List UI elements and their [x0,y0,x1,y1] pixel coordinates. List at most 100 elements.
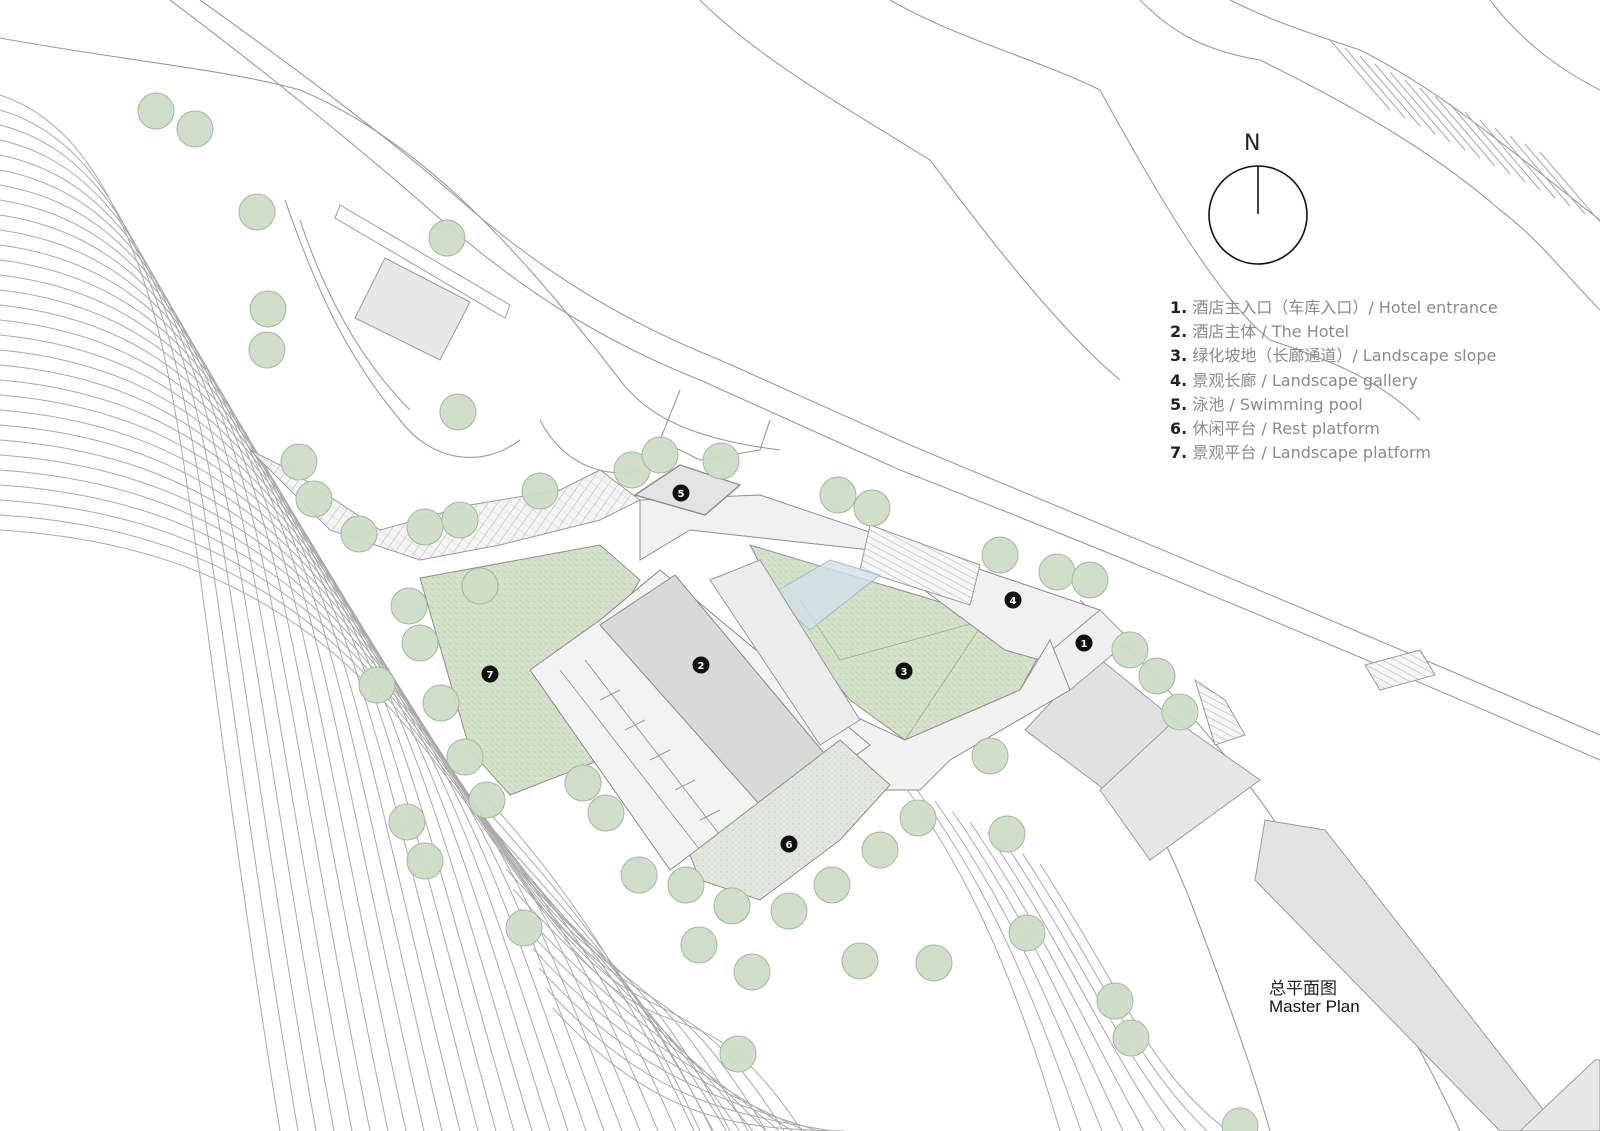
hotel-rooms [559,659,721,851]
marker-7: 7 [487,670,494,681]
tree-icon [280,443,318,481]
tree-icon [713,887,751,925]
contour-line [0,154,353,1131]
tree-icon [406,842,444,880]
contour-line [0,454,713,1131]
tree-icon [971,737,1009,775]
contour-line [506,868,754,1131]
tree-icon [667,866,705,904]
contour-line [0,94,281,1131]
marker-4: 4 [1010,596,1017,607]
tree-icon [988,815,1026,853]
trees [137,92,1259,1131]
marker-5: 5 [678,489,685,500]
contour-line [532,948,806,1131]
north-arrow [1208,165,1308,265]
tree-icon [406,508,444,546]
tree-icon [428,219,466,257]
contour-line [952,811,1124,1131]
side-stairs [1194,678,1246,746]
legend: 1. 酒店主入口（车库入口）/ Hotel entrance 2. 酒店主体 /… [1170,296,1498,465]
marker-6-dot [780,835,798,853]
contour-line [0,139,335,1131]
contour-line [0,274,497,1131]
contour-line [0,199,407,1131]
contour-line [0,109,299,1131]
tree-icon [915,944,953,982]
tree-icon [521,472,559,510]
legend-number: 2. [1170,322,1188,342]
tree-icon [564,764,602,802]
building-corner [1519,1059,1600,1131]
tree-icon [439,393,477,431]
legend-text: 绿化坡地（长廊通道）/ Landscape slope [1192,346,1497,366]
gallery-stairs [859,524,981,606]
legend-number: 5. [1170,394,1188,414]
tree-icon [505,909,543,947]
legend-number: 3. [1170,346,1188,366]
contour-line [0,514,785,1131]
marker-1-dot [1075,634,1093,652]
tree-icon [390,587,428,625]
tree-icon [981,536,1019,574]
tree-icon [388,803,426,841]
legend-item: 2. 酒店主体 / The Hotel [1170,320,1498,344]
contour-line [492,829,727,1131]
tree-icon [401,624,439,662]
legend-text: 景观长廊 / Landscape gallery [1192,370,1418,390]
tree-icon [1221,1107,1259,1131]
legend-item: 7. 景观平台 / Landscape platform [1170,441,1498,465]
parking-stripes [1329,39,1600,223]
tree-icon [468,781,506,819]
contour-line [512,888,767,1131]
tree-icon [441,501,479,539]
contour-line [987,832,1166,1131]
building-east-2 [1099,719,1261,861]
contour-line [486,809,714,1131]
tree-icon [1071,561,1109,599]
marker-5-dot [672,484,690,502]
legend-text: 景观平台 / Landscape platform [1192,443,1431,463]
contour-line [0,259,479,1131]
contour-line [0,124,317,1131]
tree-icon [358,666,396,704]
legend-text: 泳池 / Swimming pool [1192,394,1363,414]
tree-icon [176,110,214,148]
plan-title-cn: 总平面图 [1269,979,1337,999]
tree-icon [1096,982,1134,1020]
tree-icon [587,794,625,832]
tree-icon [1111,631,1149,669]
tree-icon [899,799,937,837]
east-stairs [1364,649,1436,691]
tree-icon [1138,657,1176,695]
contour-line [969,821,1145,1131]
contour-line [0,529,803,1131]
plan-title-en: Master Plan [1269,997,1360,1016]
court-path [334,204,511,319]
contour-line [917,790,1082,1131]
contour-line [0,184,389,1131]
legend-text: 酒店主入口（车库入口）/ Hotel entrance [1192,298,1498,317]
contour-line [519,908,780,1131]
terrain-contours [0,94,1229,1131]
tree-icon [853,489,891,527]
contour-line [1039,863,1229,1131]
tree-icon [422,684,460,722]
contour-line [0,169,371,1131]
contour-line [539,967,819,1131]
tree-icon [340,515,378,553]
contour-line [0,484,749,1131]
legend-number: 7. [1170,443,1188,463]
marker-3-dot [895,662,913,680]
north-label: N [1244,131,1261,156]
tree-icon [248,331,286,369]
tree-icon [680,926,718,964]
tree-icon [719,1035,757,1073]
contour-line [0,229,443,1131]
tree-icon [641,436,679,474]
tree-icon [461,567,499,605]
tree-icon [620,856,658,894]
tree-icon [702,442,740,480]
contour-line [479,789,701,1131]
